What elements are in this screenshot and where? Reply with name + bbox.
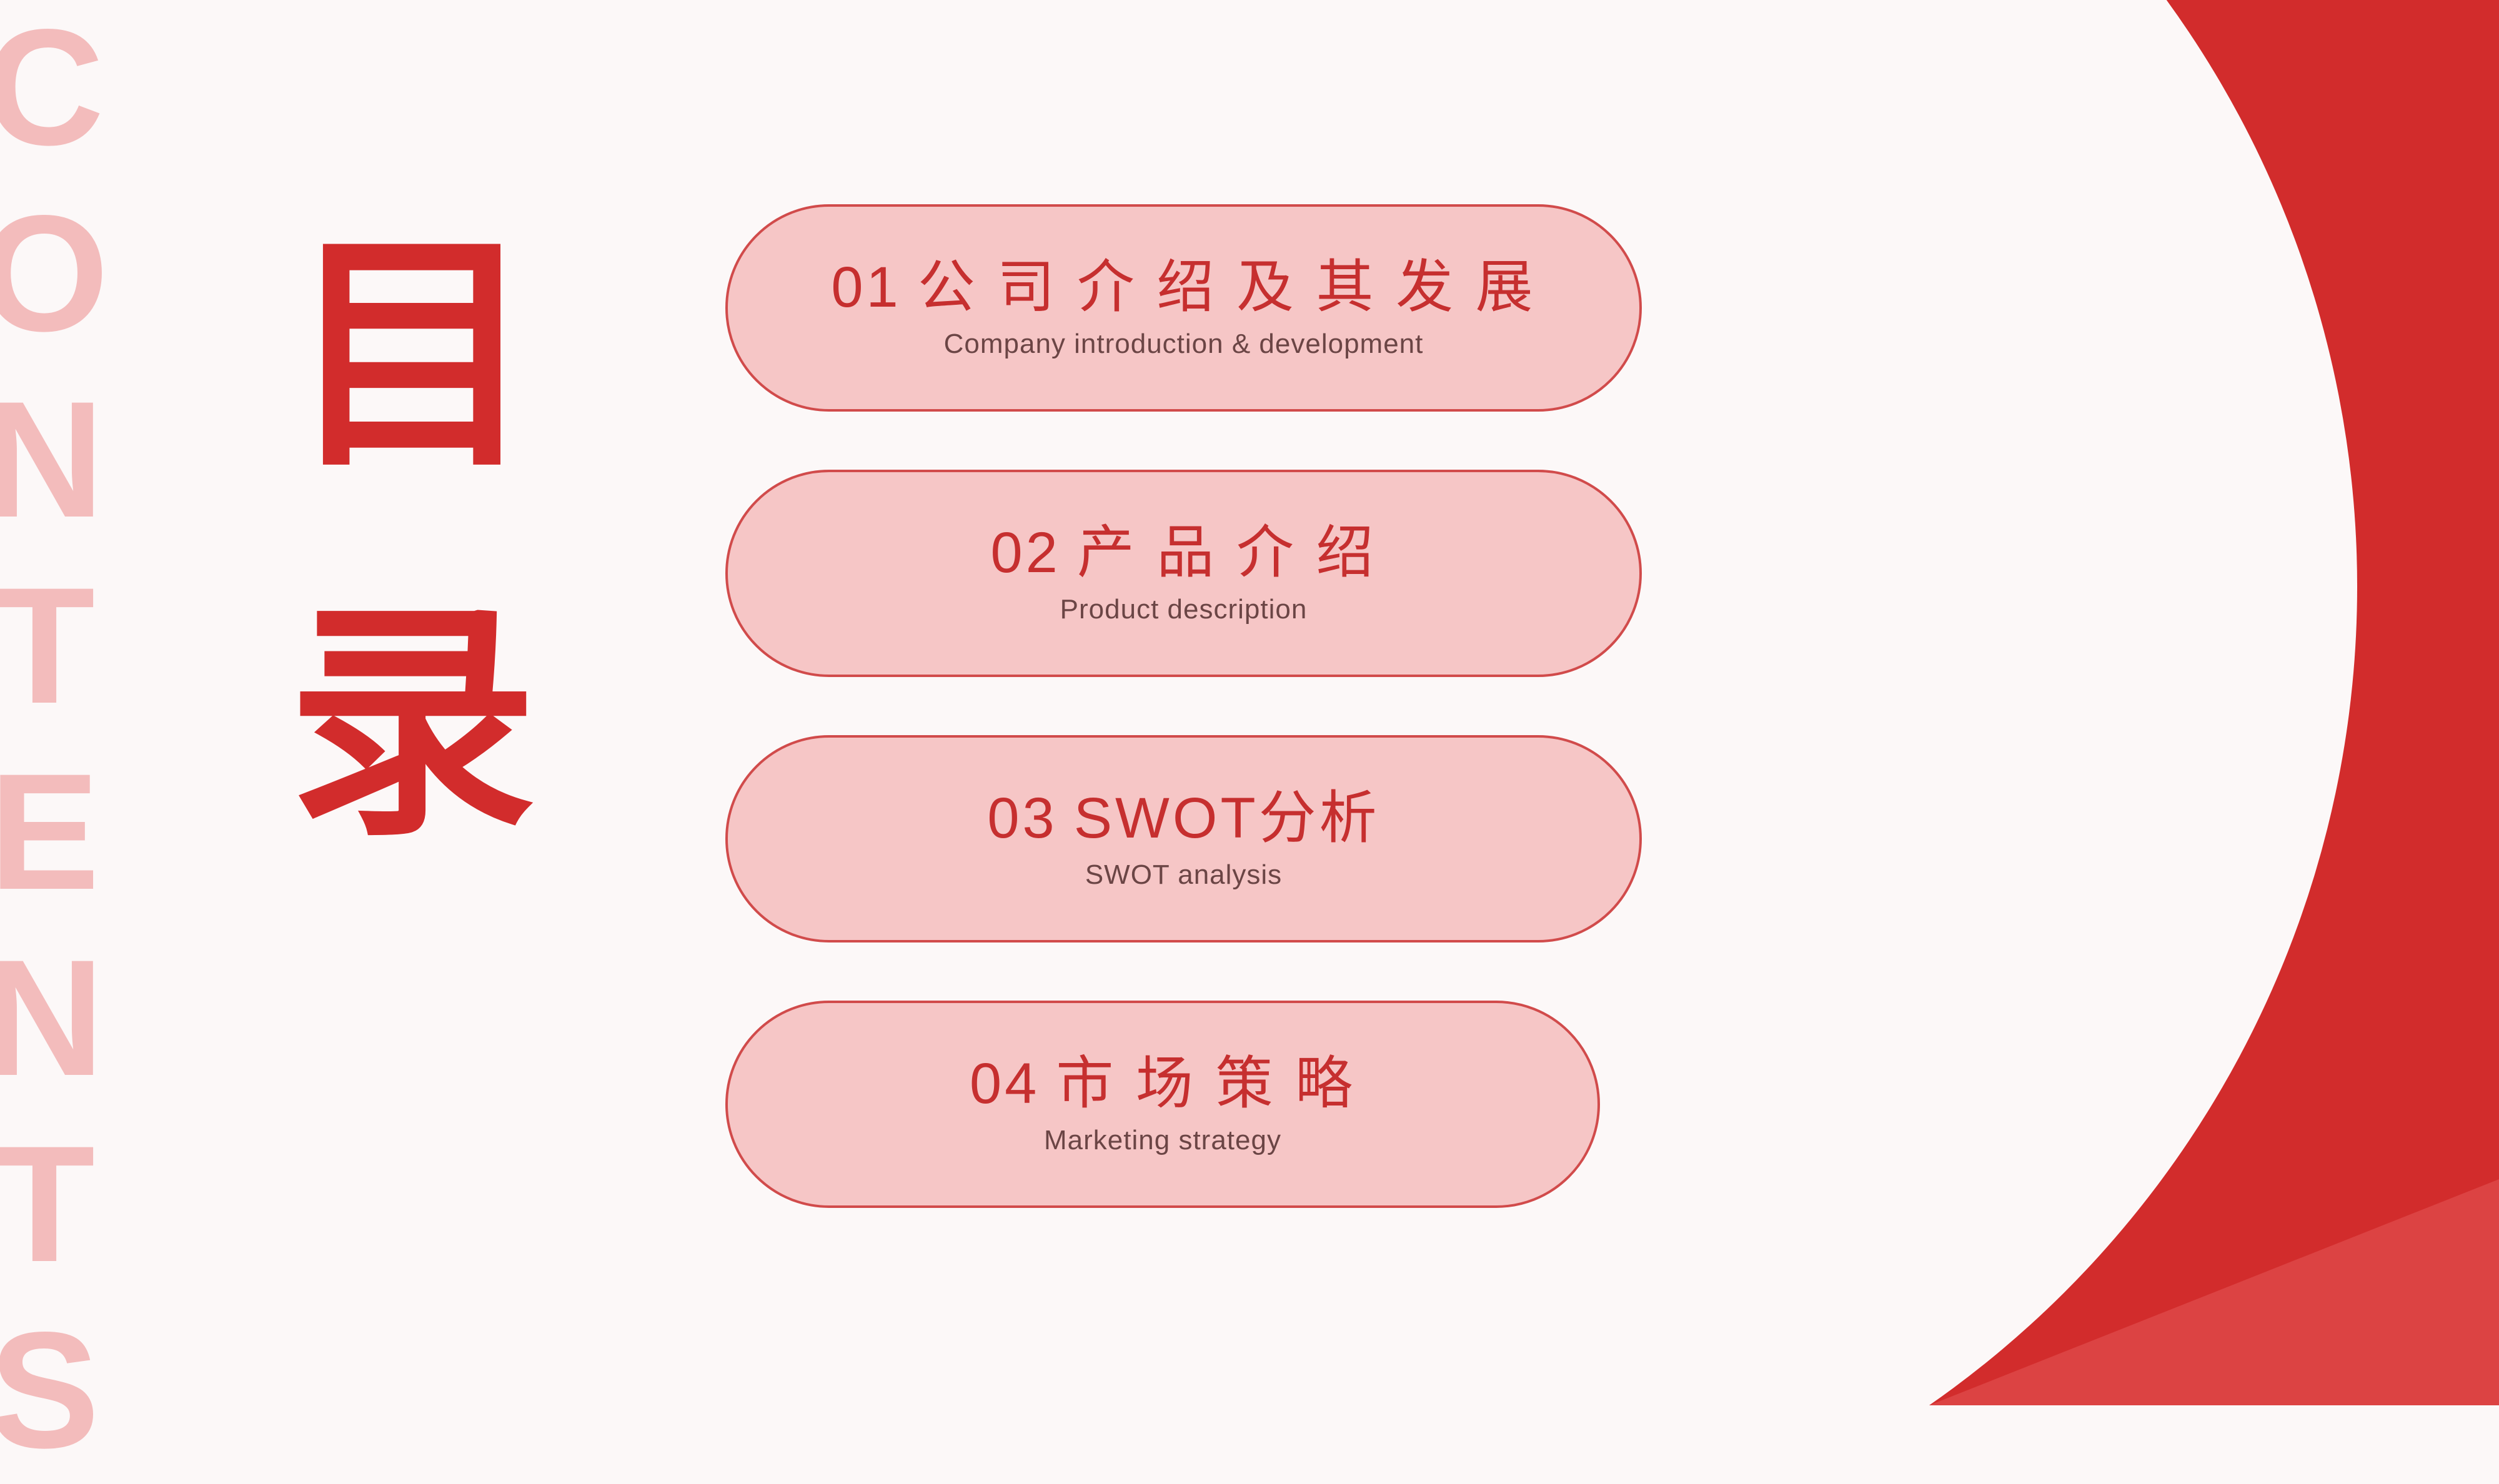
toc-item-3-title-zh: SWOT分析 xyxy=(1073,786,1380,851)
contents-watermark: CONTENTS xyxy=(0,0,137,1484)
toc-item-1-title-zh: 公 司 介 绍 及 其 发 展 xyxy=(917,255,1536,320)
toc-item-2-number: 02 xyxy=(990,521,1061,585)
toc-item-4-title-zh: 市 场 策 略 xyxy=(1056,1052,1356,1116)
toc-item-4-title: 04 市 场 策 略 xyxy=(970,1052,1356,1115)
toc-item-2-title-zh: 产 品 介 绍 xyxy=(1076,521,1377,585)
toc-item-3-title: 03 SWOT分析 xyxy=(987,787,1379,850)
toc-item-2-subtitle: Product description xyxy=(1060,594,1308,625)
toc-item-2-title: 02 产 品 介 绍 xyxy=(990,522,1376,585)
page-title-char-2: 录 xyxy=(287,585,537,864)
toc-item-4[interactable]: 04 市 场 策 略 Marketing strategy xyxy=(725,1001,1600,1208)
corner-highlight-wedge xyxy=(1929,1179,2499,1405)
page-title-char-1: 目 xyxy=(287,216,537,495)
page-title: 目 录 xyxy=(250,231,575,849)
toc-item-2[interactable]: 02 产 品 介 绍 Product description xyxy=(725,470,1642,677)
toc-list: 01 公 司 介 绍 及 其 发 展 Company introduction … xyxy=(725,204,1642,1208)
toc-item-4-number: 04 xyxy=(969,1052,1040,1116)
toc-item-1-title: 01 公 司 介 绍 及 其 发 展 xyxy=(831,256,1536,319)
toc-item-3[interactable]: 03 SWOT分析 SWOT analysis xyxy=(725,735,1642,942)
toc-item-1-number: 01 xyxy=(831,255,902,320)
toc-item-4-subtitle: Marketing strategy xyxy=(1044,1125,1281,1156)
toc-item-3-number: 03 xyxy=(987,786,1058,851)
toc-item-1-subtitle: Company introduction & development xyxy=(943,329,1424,360)
toc-item-1[interactable]: 01 公 司 介 绍 及 其 发 展 Company introduction … xyxy=(725,204,1642,412)
toc-item-3-subtitle: SWOT analysis xyxy=(1085,859,1283,891)
